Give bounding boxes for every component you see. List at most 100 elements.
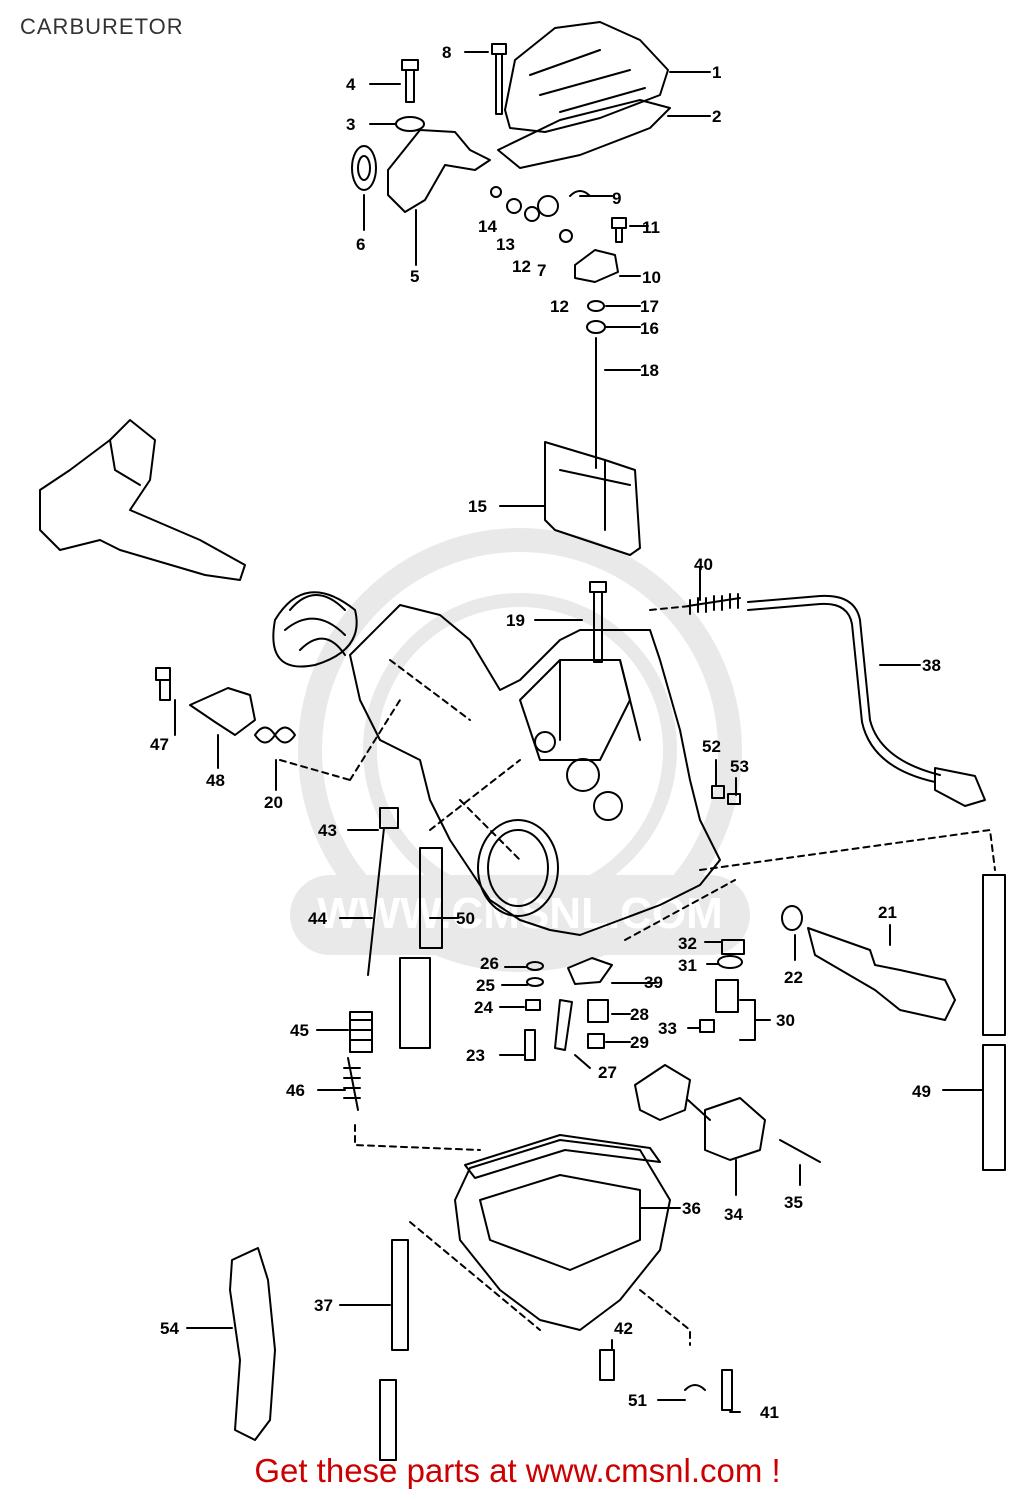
label-9: 9 <box>612 189 621 208</box>
label-48: 48 <box>206 771 225 790</box>
label-26: 26 <box>480 954 499 973</box>
label-18: 18 <box>640 361 659 380</box>
part-13-washer <box>506 198 522 214</box>
part-12-washer <box>524 206 540 222</box>
return-spring <box>272 591 358 668</box>
label-29: 29 <box>630 1033 649 1052</box>
label-19: 19 <box>506 611 525 630</box>
label-16: 16 <box>640 319 659 338</box>
watermark-text: WWW.CMSNL.COM <box>317 889 723 938</box>
part-39-plate <box>567 957 613 985</box>
part-34-float <box>634 1064 766 1161</box>
label-50: 50 <box>456 909 475 928</box>
part-19-bolt <box>589 581 607 663</box>
part-14-clip <box>490 186 502 198</box>
part-15-slide <box>544 441 641 556</box>
part-28-nozzle <box>587 999 609 1023</box>
label-49: 49 <box>912 1082 931 1101</box>
label-46: 46 <box>286 1081 305 1100</box>
label-44: 44 <box>308 909 327 928</box>
label-43: 43 <box>318 821 337 840</box>
part-5-bracket <box>387 129 491 213</box>
part-6-seal <box>351 145 377 191</box>
label-27: 27 <box>598 1063 617 1082</box>
label-12b: 12 <box>550 297 569 316</box>
label-47: 47 <box>150 735 169 754</box>
label-41: 41 <box>760 1403 779 1422</box>
part-33-screw <box>699 1019 715 1033</box>
label-17: 17 <box>640 297 659 316</box>
label-51: 51 <box>628 1391 647 1410</box>
label-54: 54 <box>160 1319 179 1338</box>
carb-intake <box>477 819 559 917</box>
footer-banner[interactable]: Get these parts at www.cmsnl.com ! <box>254 1452 781 1489</box>
part-16-washer <box>586 320 606 334</box>
part-labels: 1 2 3 4 5 6 7 8 9 10 11 12 12 13 14 15 1… <box>150 43 941 1422</box>
part-8-screw <box>491 43 507 115</box>
watermark-logo: WWW.CMSNL.COM <box>290 528 750 972</box>
part-22-oring <box>781 905 803 931</box>
part-31-oring <box>717 955 743 969</box>
part-38-cable <box>747 594 941 776</box>
label-40: 40 <box>694 555 713 574</box>
label-24: 24 <box>474 998 493 1017</box>
label-28: 28 <box>630 1005 649 1024</box>
part-1-top-cap <box>504 21 669 133</box>
part-11-screw <box>611 217 627 243</box>
label-39: 39 <box>644 973 663 992</box>
part-45-spring <box>349 1011 373 1053</box>
label-5: 5 <box>410 267 419 286</box>
part-10-holder <box>574 249 619 283</box>
part-29-screw <box>587 1033 605 1049</box>
part-52-screw <box>711 785 725 799</box>
label-21: 21 <box>878 903 897 922</box>
part-7-holder <box>537 195 559 217</box>
part-51-clip <box>684 1384 706 1391</box>
label-45: 45 <box>290 1021 309 1040</box>
label-22: 22 <box>784 968 803 987</box>
label-13: 13 <box>496 235 515 254</box>
label-14: 14 <box>478 217 497 236</box>
part-21-choke <box>807 927 956 1021</box>
part-23-jet <box>524 1029 536 1061</box>
label-52: 52 <box>702 737 721 756</box>
label-4: 4 <box>346 75 356 94</box>
label-7: 7 <box>537 261 546 280</box>
part-37-tube <box>391 1239 409 1351</box>
label-25: 25 <box>476 976 495 995</box>
label-32: 32 <box>678 934 697 953</box>
part-9-clip <box>569 190 591 197</box>
part-32-cap <box>721 939 745 955</box>
label-6: 6 <box>356 235 365 254</box>
label-23: 23 <box>466 1046 485 1065</box>
label-2: 2 <box>712 107 721 126</box>
part-25-washer <box>526 977 544 987</box>
label-30: 30 <box>776 1011 795 1030</box>
label-36: 36 <box>682 1199 701 1218</box>
label-12a: 12 <box>512 257 531 276</box>
part-50-tube <box>419 847 443 949</box>
label-10: 10 <box>642 268 661 287</box>
part-20-spring <box>254 726 296 744</box>
part-35-pin <box>779 1139 821 1163</box>
label-33: 33 <box>658 1019 677 1038</box>
part-30-valve <box>715 979 739 1013</box>
throttle-shaft <box>39 419 246 581</box>
label-11: 11 <box>642 218 660 237</box>
page-title: CARBURETOR <box>20 14 184 39</box>
label-34: 34 <box>724 1205 743 1224</box>
label-1: 1 <box>712 63 721 82</box>
part-47-bolt <box>155 667 171 701</box>
label-31: 31 <box>678 956 697 975</box>
part-54-strap <box>229 1247 276 1441</box>
part-41-screw <box>721 1369 733 1411</box>
part-43-jet <box>379 807 399 829</box>
label-37: 37 <box>314 1296 333 1315</box>
part-4-screw <box>401 59 419 103</box>
label-35: 35 <box>784 1193 803 1212</box>
carb-body <box>349 604 721 936</box>
part-46-spring <box>343 1057 361 1111</box>
label-3: 3 <box>346 115 355 134</box>
label-38: 38 <box>922 656 941 675</box>
